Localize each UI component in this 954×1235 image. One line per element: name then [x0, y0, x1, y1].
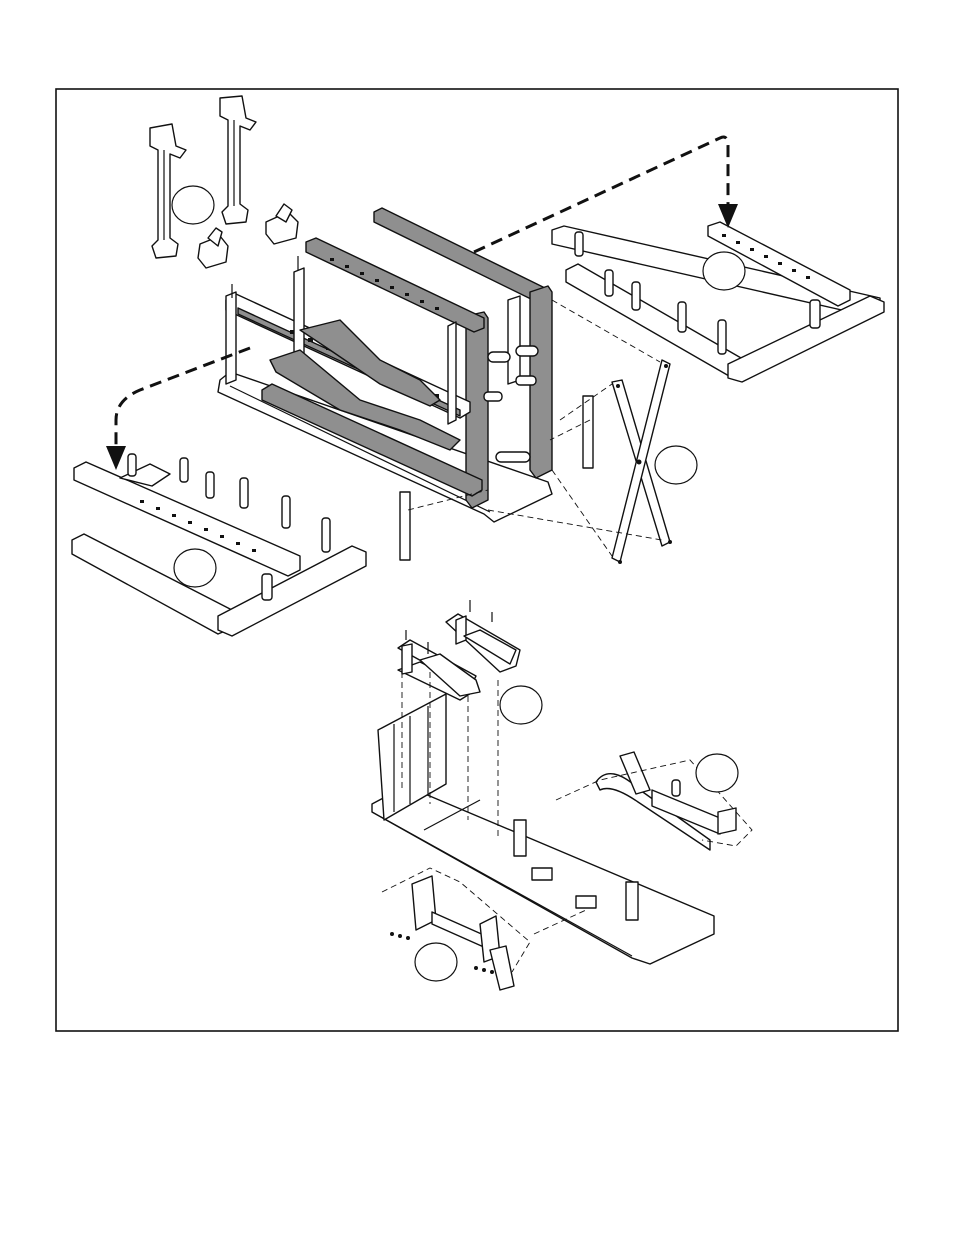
callout-foot-assembly [414, 942, 458, 982]
callout-leg-extension [695, 753, 739, 793]
brace-plates [399, 395, 594, 561]
front-base-frame [71, 453, 367, 637]
seat-board [371, 652, 715, 965]
seat-supports [397, 600, 521, 701]
foot-assembly [381, 867, 587, 991]
callout-seat-supports [499, 685, 543, 725]
rear-frame-holes [722, 234, 810, 279]
callout-rear-base-frame [702, 251, 746, 291]
arrow-down-icon [718, 204, 738, 228]
main-rack-frame [217, 207, 553, 523]
brace-guide-lines [407, 299, 663, 557]
front-frame-holes [140, 500, 256, 552]
rear-base-frame [551, 221, 885, 383]
guide-brackets [149, 95, 299, 269]
rail-holes-upper [330, 258, 439, 310]
callout-front-base-frame [173, 548, 217, 588]
arrow-down-icon [106, 446, 126, 470]
transfer-path-front [114, 346, 251, 448]
transfer-path-rear [473, 135, 730, 254]
callout-guide-brackets [171, 185, 215, 225]
figure-border [55, 88, 899, 1032]
foot-bolts [390, 932, 494, 974]
callout-cross-brace [654, 445, 698, 485]
cross-brace [611, 359, 672, 564]
leg-extension [555, 751, 753, 851]
